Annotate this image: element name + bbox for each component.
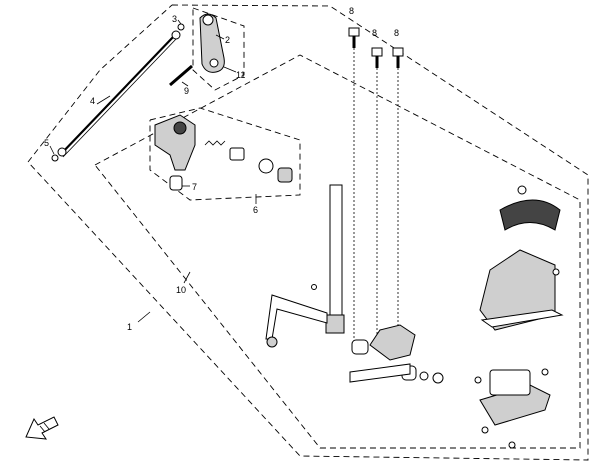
rod-end-upper — [171, 30, 181, 40]
callout-8b: 8 — [372, 28, 377, 38]
bolt-8b — [371, 47, 383, 68]
leader-4 — [96, 95, 111, 105]
rod-part-4-edge — [62, 36, 179, 158]
lever-arm-pivot — [202, 14, 214, 26]
lever-arm-part-2 — [199, 13, 225, 73]
lower-screw-left — [474, 376, 482, 384]
group-6-boundary — [149, 107, 301, 201]
leader-2 — [215, 34, 225, 40]
selector-fork — [369, 324, 416, 361]
callout-9: 9 — [184, 86, 189, 96]
callout-8a: 8 — [349, 6, 354, 16]
leader-10 — [183, 271, 191, 284]
callout-1: 1 — [127, 322, 132, 332]
main-cover-lid — [480, 309, 564, 328]
shift-rail-base — [325, 314, 345, 334]
shift-arm-pin — [311, 284, 317, 290]
callout-4: 4 — [90, 96, 95, 106]
lever-arm-hole — [209, 58, 219, 68]
callout-5: 5 — [44, 138, 49, 148]
group-11-boundary — [192, 7, 245, 91]
bolt-part-9 — [169, 64, 193, 87]
lower-screw-bottom — [481, 426, 489, 434]
selector-housing — [154, 114, 196, 171]
plunger-part — [229, 147, 245, 161]
front-arrow-icon — [25, 416, 59, 440]
callout-10: 10 — [176, 285, 186, 295]
leader-5 — [49, 145, 55, 155]
lower-cover-body — [489, 369, 531, 396]
spring-part — [204, 140, 226, 146]
seal-cap-part — [258, 158, 274, 174]
shift-rail — [329, 184, 343, 326]
shift-arm — [265, 294, 328, 340]
rod-part-4 — [59, 34, 176, 156]
callout-8c: 8 — [394, 28, 399, 38]
nut-part — [432, 372, 444, 384]
shift-arm-end — [266, 336, 278, 348]
assembly-boundary-1 — [27, 4, 589, 461]
cover-screw-right — [552, 268, 560, 276]
cover-seal — [499, 199, 561, 231]
drum-bushing-left — [351, 339, 369, 355]
callout-2: 2 — [225, 35, 230, 45]
end-cap-part — [277, 167, 293, 183]
cover-grommet — [517, 185, 527, 195]
bushing-part-7 — [169, 175, 183, 191]
assembly-boundary-10 — [94, 54, 581, 449]
leader-1 — [137, 311, 151, 323]
leader-11 — [223, 66, 237, 73]
nut-part-5 — [51, 154, 59, 162]
lower-screw-center — [508, 441, 516, 449]
washer-part — [419, 371, 429, 381]
lower-screw-right — [541, 368, 549, 376]
bolt-8a — [348, 27, 360, 48]
nut-part-3 — [177, 23, 185, 31]
callout-3: 3 — [172, 14, 177, 24]
leader-3 — [177, 19, 182, 25]
callout-11: 11 — [236, 70, 245, 80]
selector-plate — [349, 363, 411, 383]
rod-end-lower — [57, 147, 67, 157]
selector-housing-hole — [173, 121, 187, 135]
leader-9 — [181, 81, 189, 87]
bolt-8c — [392, 47, 404, 68]
callout-7: 7 — [192, 182, 197, 192]
callout-6: 6 — [253, 205, 258, 215]
